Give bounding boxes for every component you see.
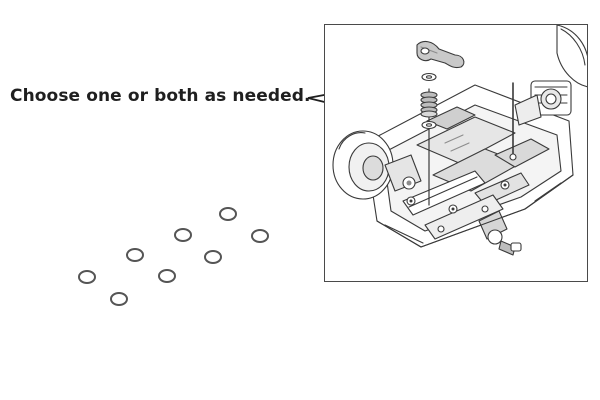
rc-chassis-illustration — [332, 25, 587, 256]
washer-ring-icon — [78, 270, 96, 284]
washer-ring-icon — [126, 248, 144, 262]
washer-ring-icon — [219, 207, 237, 221]
washer-ring-icon — [251, 229, 269, 243]
washer-ring-icon — [204, 250, 222, 264]
washer-ring-icon — [174, 228, 192, 242]
chassis-detail-inset — [324, 24, 588, 282]
coil-spring-icon — [420, 91, 438, 118]
rear-wheel — [556, 25, 587, 88]
washer-ring-icon — [110, 292, 128, 306]
washer-ring-icon — [158, 269, 176, 283]
suspension-arm-icon — [416, 40, 465, 69]
instruction-callout: Choose one or both as needed. — [10, 86, 311, 106]
